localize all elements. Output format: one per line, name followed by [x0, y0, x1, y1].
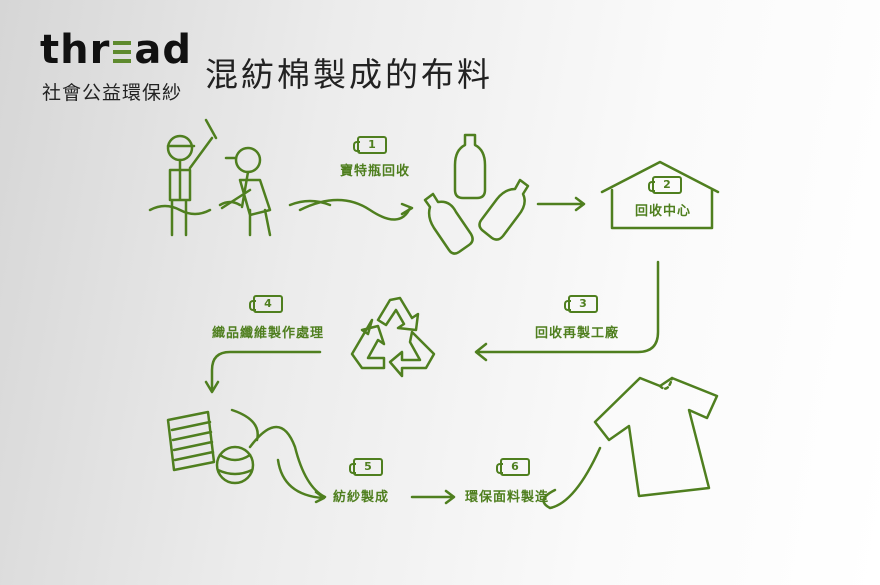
step-5-label: 紡紗製成	[333, 490, 390, 505]
step-2-badge: 2	[648, 176, 682, 194]
yarn-icon	[166, 408, 327, 499]
step-1-label: 寶特瓶回收	[340, 164, 411, 179]
step-3-label: 回收再製工廠	[535, 326, 620, 341]
arrow-1	[298, 198, 414, 221]
people-collecting-icon	[148, 118, 332, 237]
arrow-3	[474, 260, 660, 362]
step-4-label: 織品纖維製作處理	[212, 326, 325, 341]
arrow-4	[204, 350, 322, 394]
step-5-badge: 5	[349, 458, 383, 476]
arrow-5	[276, 458, 326, 504]
step-2-label: 回收中心	[635, 204, 692, 219]
page-title: 混紡棉製成的布料	[205, 55, 493, 94]
step-4-badge: 4	[249, 295, 283, 313]
logo-e-mark	[113, 41, 132, 65]
step-6-badge: 6	[496, 458, 530, 476]
bottles-icon	[423, 133, 530, 255]
thread-line	[542, 446, 602, 510]
step-6-label: 環保面料製造	[465, 490, 550, 505]
arrow-2	[536, 196, 586, 212]
arrow-6	[410, 489, 456, 505]
recycling-center-icon	[600, 160, 720, 230]
step-3-badge: 3	[564, 295, 598, 313]
step-1-badge: 1	[353, 136, 387, 154]
tshirt-icon	[593, 376, 719, 498]
logo-text-1: thr	[40, 27, 111, 73]
org-name: 社會公益環保紗	[42, 82, 183, 104]
logo-text-2: ad	[134, 27, 192, 73]
recycle-icon	[350, 296, 436, 378]
